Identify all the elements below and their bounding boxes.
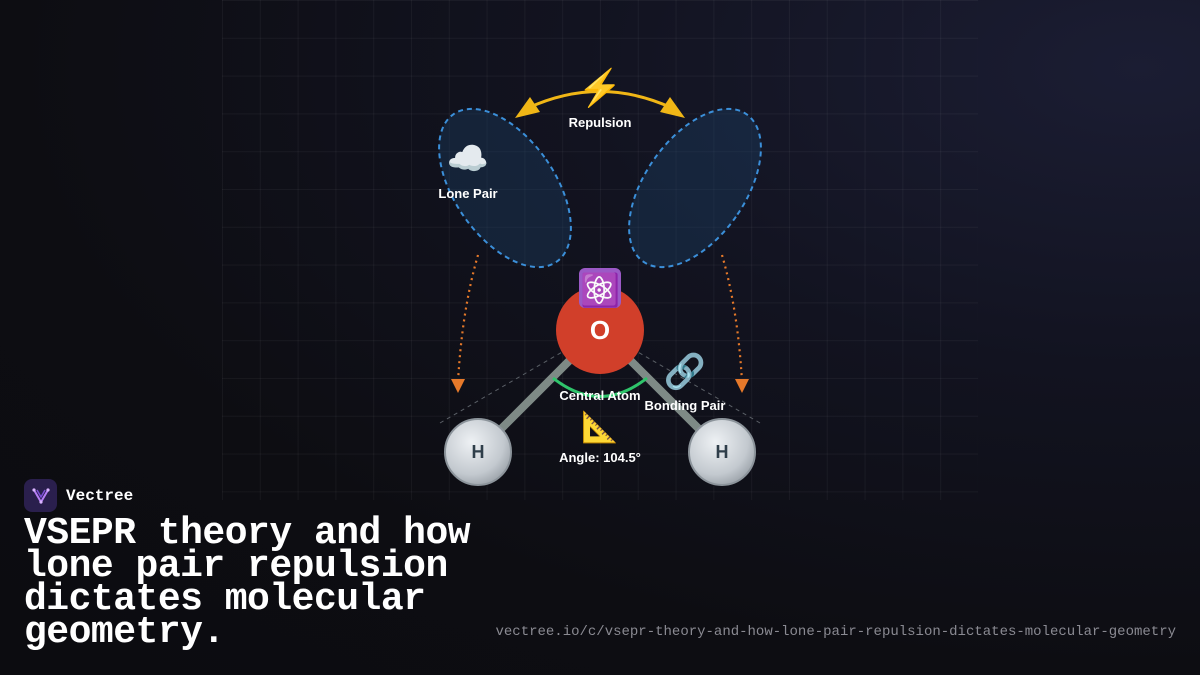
dotted-arrowhead-left xyxy=(451,379,465,393)
bonding-pair-label: Bonding Pair xyxy=(645,398,726,413)
central-atom-label: Central Atom xyxy=(559,388,640,403)
brand: Vectree xyxy=(24,479,133,512)
page-title: VSEPR theory and how lone pair repulsion… xyxy=(24,512,471,654)
background-grid xyxy=(222,0,978,500)
atom-icon-bg xyxy=(579,268,621,308)
repulsion-arc xyxy=(527,90,673,110)
oxygen-symbol: O xyxy=(590,315,610,345)
lone-pair-label: Lone Pair xyxy=(438,186,497,201)
angle-label: Angle: 104.5° xyxy=(559,450,641,465)
atom-icon: ⚛️ xyxy=(580,272,620,308)
brand-name: Vectree xyxy=(66,486,134,505)
hydrogen-symbol-left: H xyxy=(472,442,485,462)
hydrogen-atom-right xyxy=(688,418,756,486)
page-url: vectree.io/c/vsepr-theory-and-how-lone-p… xyxy=(495,624,1176,640)
bond-angle-arc xyxy=(552,376,648,398)
dotted-arrow-right xyxy=(720,254,744,383)
oxygen-atom xyxy=(556,286,644,374)
hydrogen-atom-left xyxy=(444,418,512,486)
repulsion-arrowhead-left xyxy=(515,97,540,118)
cloud-icon: ☁️ xyxy=(447,140,489,178)
dotted-arrowhead-right xyxy=(735,379,749,393)
vectree-logo-icon xyxy=(24,479,57,512)
triangular-ruler-icon: 📐 xyxy=(581,409,618,444)
repulsion-label: Repulsion xyxy=(569,115,632,130)
lone-pair-orbital-left xyxy=(438,107,572,269)
repulsion-arrowhead-right xyxy=(660,97,685,118)
link-icon: 🔗 xyxy=(664,351,706,392)
lightning-icon: ⚡ xyxy=(578,67,623,109)
lone-pair-orbital-right xyxy=(628,107,762,269)
dotted-arrow-left xyxy=(456,254,480,383)
hydrogen-symbol-right: H xyxy=(716,442,729,462)
